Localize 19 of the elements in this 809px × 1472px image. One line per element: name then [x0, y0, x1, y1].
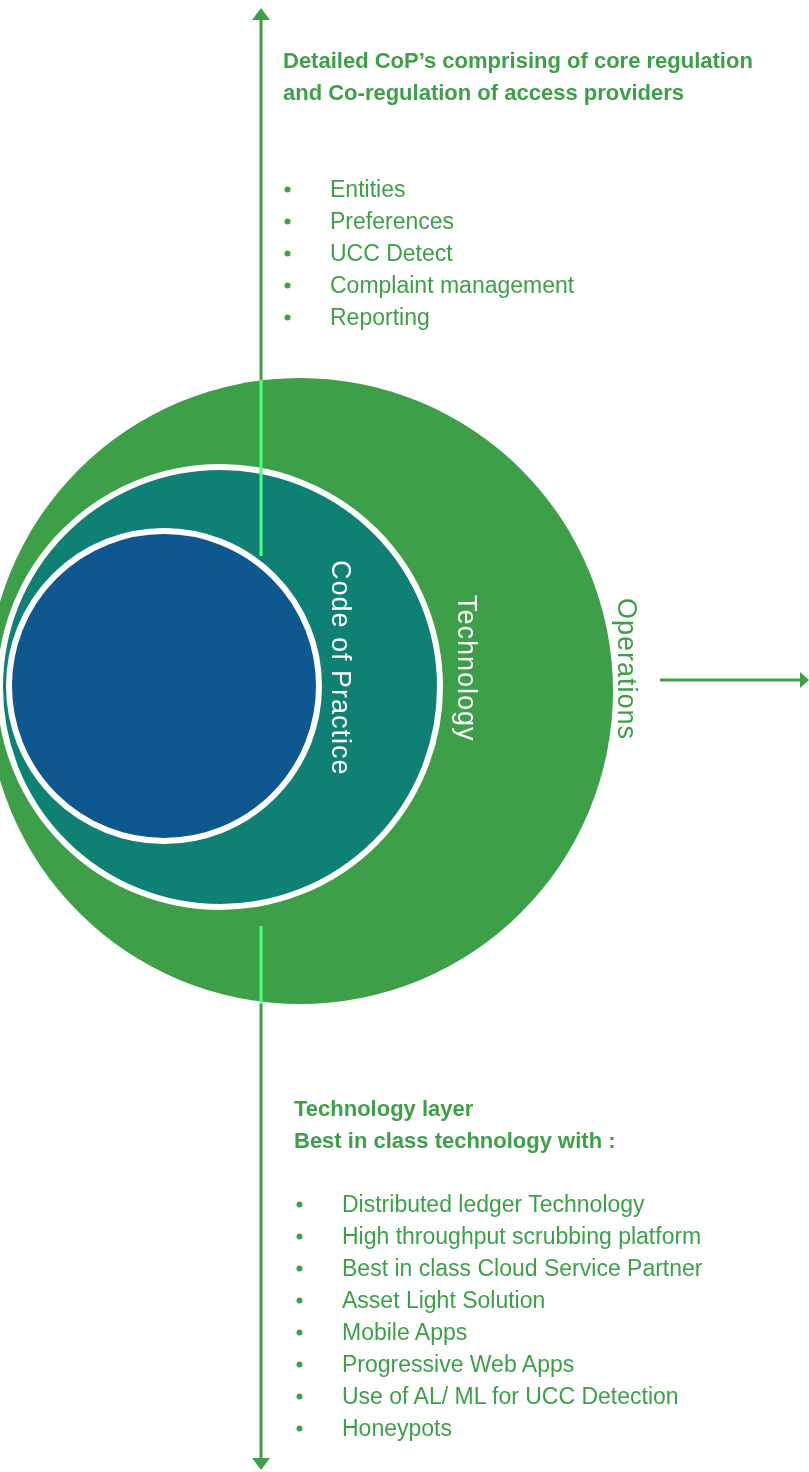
- section-heading: Detailed CoP’s comprising of core regulation and Co-regulation of access providers: [283, 47, 753, 107]
- ring-label: Operations: [611, 598, 642, 741]
- section-heading: Technology layer: [294, 1095, 475, 1123]
- list-item: High throughput scrubbing platform: [342, 1222, 702, 1251]
- ring-label: Technology: [451, 595, 482, 742]
- section-heading: Best in class technology with :: [294, 1127, 617, 1155]
- list-item: Asset Light Solution: [342, 1286, 546, 1315]
- list-item: Reporting: [330, 303, 430, 332]
- list-item: UCC Detect: [330, 239, 453, 268]
- list-item: Mobile Apps: [342, 1318, 468, 1347]
- list-item: Preferences: [330, 207, 454, 236]
- list-item: Entities: [330, 175, 406, 204]
- list-item: Distributed ledger Technology: [342, 1190, 645, 1219]
- list-item: Use of AL/ ML for UCC Detection: [342, 1382, 679, 1411]
- list-item: Complaint management: [330, 271, 575, 300]
- ring-label: Code of Practice: [325, 560, 356, 776]
- list-item: Honeypots: [342, 1414, 452, 1443]
- list-item: Progressive Web Apps: [342, 1350, 575, 1379]
- list-item: Best in class Cloud Service Partner: [342, 1254, 703, 1283]
